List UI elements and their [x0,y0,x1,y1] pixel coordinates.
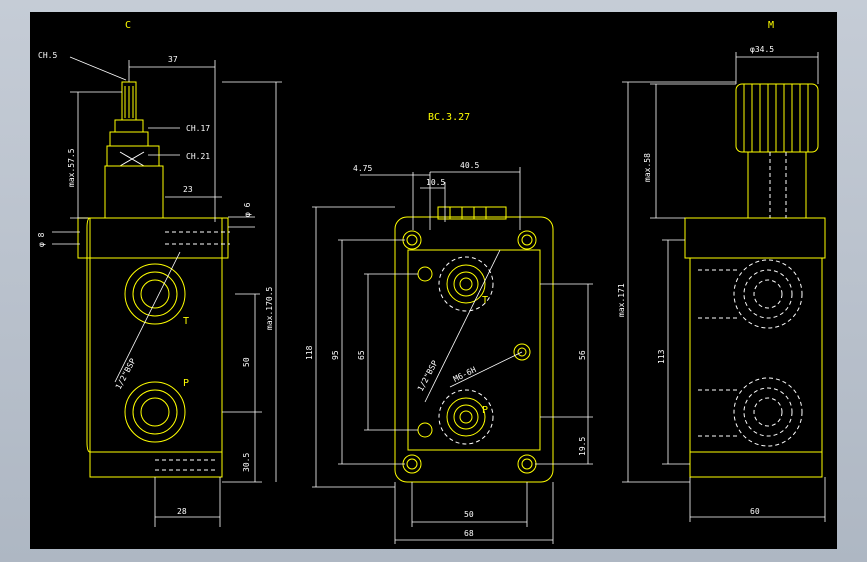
dim-113: 113 [657,349,666,364]
right-view [622,52,826,522]
lock-nut [114,119,144,133]
dim-68: 68 [464,529,474,538]
left-view [52,56,282,527]
nut-ch17 [109,131,149,147]
right-view-labels: M φ34.5 max.58 max.171 113 60 [617,20,774,516]
dim-56: 56 [578,350,587,360]
dim-305: 30.5 [242,453,251,472]
dim-65: 65 [357,350,366,360]
view-letter-C: C [125,20,131,31]
bottom-flange [89,451,223,478]
dim-phi6: φ 6 [243,202,252,217]
right-bottom-flange [689,451,823,478]
dim-23: 23 [183,185,193,194]
dim-bsp: 1/2"BSP [114,357,138,391]
dim-ch17: CH.17 [186,124,210,133]
dim-195: 19.5 [578,437,587,456]
dim-405: 40.5 [460,161,479,170]
handwheel [735,83,819,153]
dim-max1705: max.170.5 [265,286,274,330]
drawing-canvas[interactable]: C 37 CH.5 CH.17 CH.21 max.57.5 23 φ 6 φ … [30,12,837,549]
dim-60: 60 [750,507,760,516]
dim-bsp-center: 1/2"BSP [416,359,440,393]
dim-m6: M6-6H [452,365,478,384]
dim-118: 118 [305,345,314,360]
center-port-P: P [482,405,488,416]
dim-max575: max.57.5 [67,148,76,187]
port-label-P: P [183,378,189,389]
dim-475: 4.75 [353,164,372,173]
port-P-outer [124,381,186,443]
center-view [312,167,593,544]
center-view-labels: BC.3.27 4.75 40.5 10.5 118 95 65 56 19.5… [305,112,587,538]
stem-housing [747,151,807,219]
dim-phi345: φ34.5 [750,45,774,54]
right-top-flange [684,217,826,259]
bonnet [104,165,164,219]
dim-28: 28 [177,507,187,516]
dim-ch21: CH.21 [186,152,210,161]
dim-37: 37 [168,55,178,64]
dim-50: 50 [242,357,251,367]
center-port-T: T [482,295,488,306]
valve-body [89,217,223,453]
dim-105: 10.5 [426,178,445,187]
view-letter-M: M [768,20,774,31]
dim-ch5: CH.5 [38,51,57,60]
top-flange [77,217,229,259]
port-label-T: T [183,316,189,327]
dim-95: 95 [331,350,340,360]
nut-ch21 [106,145,160,167]
view-letter-BC327: BC.3.27 [428,112,470,123]
dim-max58: max.58 [643,153,652,182]
port-T-outer [124,263,186,325]
top-knob [437,206,507,220]
dim-50-center: 50 [464,510,474,519]
cad-drawing: C 37 CH.5 CH.17 CH.21 max.57.5 23 φ 6 φ … [37,20,826,544]
center-inner [407,249,541,451]
dim-max171: max.171 [617,283,626,317]
dim-phi8: φ 8 [37,232,46,247]
